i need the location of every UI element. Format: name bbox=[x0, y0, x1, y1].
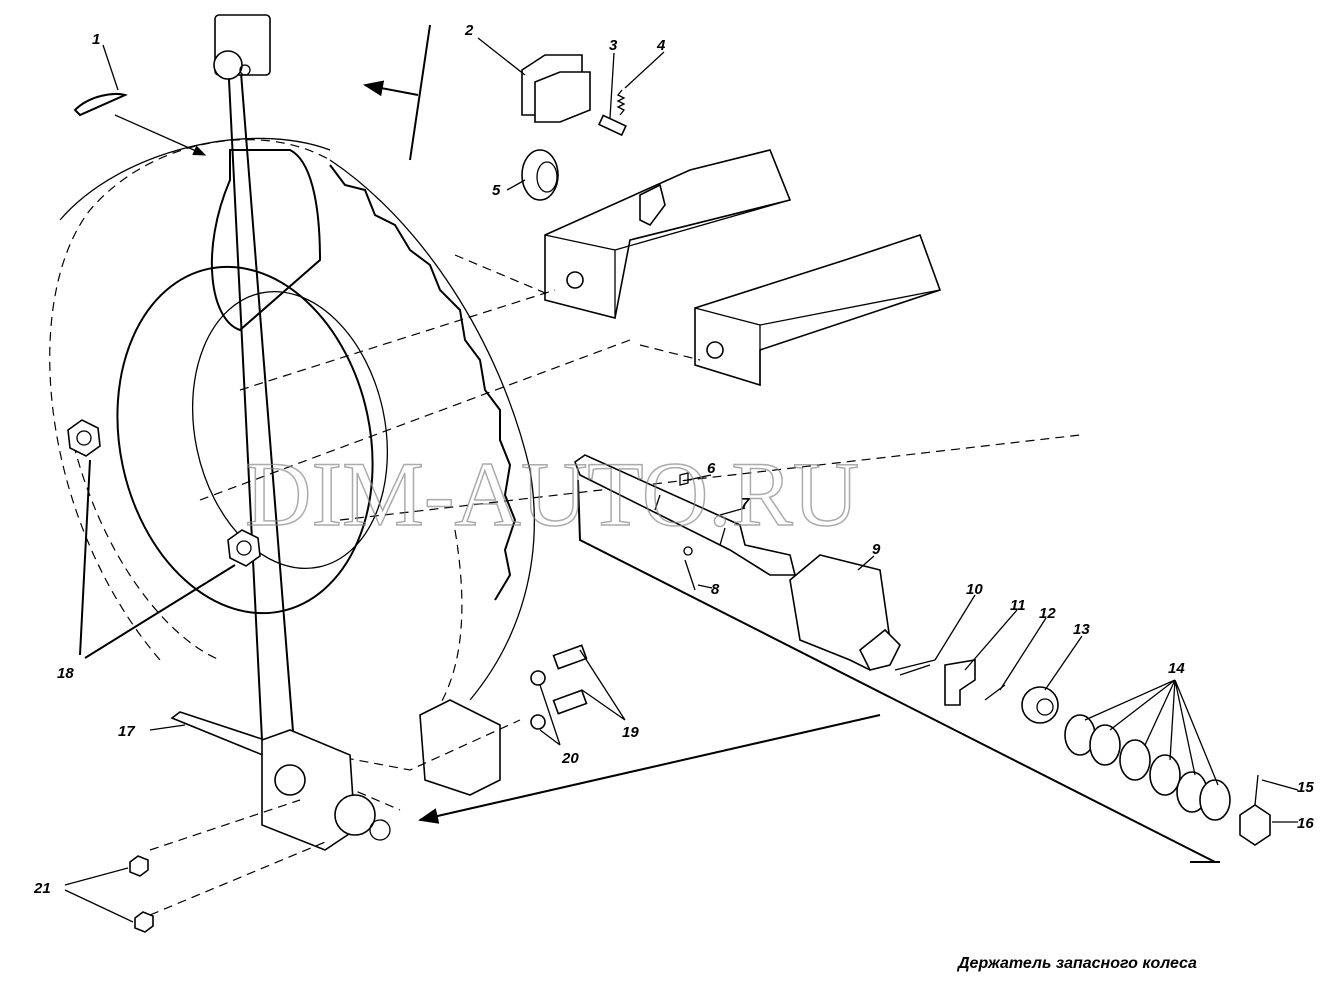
part-18-nuts bbox=[67, 419, 261, 567]
part-21-nut bbox=[129, 855, 149, 877]
top-pulley-bracket bbox=[213, 14, 271, 80]
spare-wheel bbox=[49, 137, 535, 721]
watermark: DIM-AUTO.RU bbox=[245, 443, 859, 545]
label-21: 21 bbox=[33, 880, 51, 897]
part-2-plates bbox=[521, 54, 591, 123]
part-5-pulley bbox=[521, 149, 559, 201]
part-14-washers bbox=[1064, 714, 1231, 821]
label-2: 2 bbox=[464, 22, 474, 39]
label-8: 8 bbox=[711, 581, 720, 598]
label-17: 17 bbox=[118, 723, 135, 740]
label-19: 19 bbox=[622, 724, 639, 741]
label-13: 13 bbox=[1073, 621, 1090, 638]
label-9: 9 bbox=[872, 541, 881, 558]
label-5: 5 bbox=[492, 182, 501, 199]
part-19-bolts bbox=[552, 644, 588, 715]
part-8-cotter bbox=[683, 546, 696, 591]
label-12: 12 bbox=[1039, 605, 1056, 622]
label-7: 7 bbox=[741, 495, 750, 512]
label-4: 4 bbox=[656, 37, 666, 54]
part-15-cotter bbox=[1254, 774, 1259, 806]
wire-hook bbox=[210, 149, 322, 332]
label-15: 15 bbox=[1297, 779, 1314, 796]
diagram-caption: Держатель запасного колеса bbox=[956, 955, 1197, 972]
part-6-screw bbox=[679, 472, 689, 486]
part-10-clip bbox=[894, 659, 936, 676]
label-16: 16 bbox=[1297, 815, 1314, 832]
part-20-washers bbox=[530, 670, 546, 730]
part-11-pawl bbox=[944, 659, 976, 706]
part-3-pin bbox=[597, 114, 627, 137]
part-16-castle-nut bbox=[1239, 804, 1271, 846]
label-20: 20 bbox=[561, 750, 579, 767]
part-21-nut-2 bbox=[134, 911, 154, 933]
part-7-shaft bbox=[574, 454, 797, 576]
label-6: 6 bbox=[707, 460, 716, 477]
part-1-pin bbox=[73, 92, 128, 117]
label-3: 3 bbox=[609, 37, 618, 54]
label-1: 1 bbox=[92, 31, 100, 48]
part-17-winch bbox=[170, 711, 391, 851]
label-11: 11 bbox=[1010, 597, 1026, 614]
cable bbox=[227, 59, 301, 821]
mounting-blocks bbox=[544, 149, 942, 387]
label-18: 18 bbox=[57, 665, 74, 682]
part-4-spring bbox=[616, 89, 626, 116]
label-14: 14 bbox=[1168, 660, 1185, 677]
part-13-gear bbox=[1021, 686, 1059, 724]
label-10: 10 bbox=[966, 581, 983, 598]
